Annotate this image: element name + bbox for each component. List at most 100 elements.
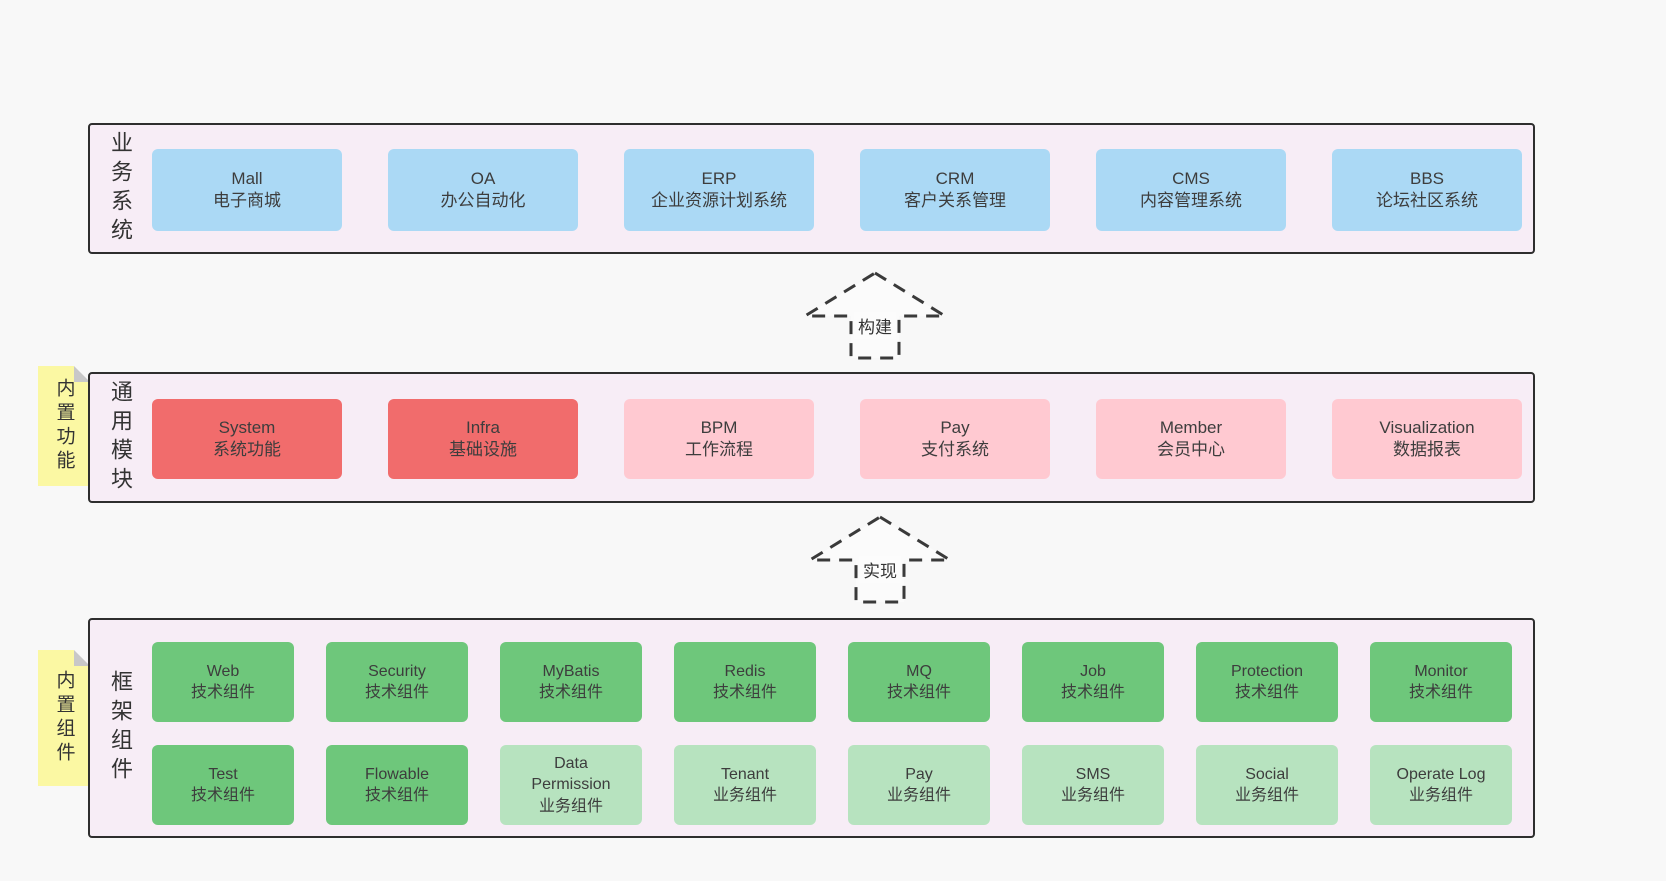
panel-common-modules: 通用模块 System 系统功能 Infra 基础设施 BPM 工作流程 Pay 支付系统 Me…	[88, 372, 1535, 503]
box-subtitle: 数据报表	[1393, 440, 1461, 459]
box-title: Infra	[465, 417, 501, 437]
box-title: Protection	[1230, 662, 1304, 680]
box-title: SMS	[1075, 765, 1111, 783]
box-cms: CMS 内容管理系统	[1096, 149, 1286, 231]
box-subtitle: 论坛社区系统	[1376, 191, 1478, 210]
box-title: Security	[368, 662, 426, 680]
box-subtitle: 办公自动化	[440, 191, 526, 210]
box-subtitle: 业务组件	[538, 797, 603, 815]
box-title: Social	[1245, 765, 1289, 783]
box-subtitle: 会员中心	[1157, 440, 1225, 459]
panel-label-common-modules: 通用模块	[108, 379, 133, 496]
box-subtitle: 技术组件	[538, 684, 603, 701]
box-flowable: Flowable 技术组件	[326, 745, 468, 825]
box-title: System	[218, 417, 276, 437]
panel-framework-components: 框架组件 Web 技术组件 Security 技术组件 MyBatis 技术组件 Redis…	[88, 618, 1535, 838]
folded-corner-icon	[74, 366, 90, 382]
box-subtitle: 业务组件	[1060, 787, 1125, 804]
box-tenant: Tenant 业务组件	[674, 745, 816, 825]
box-title: MyBatis	[542, 662, 600, 680]
box-title: Data Permission	[531, 755, 611, 794]
box-subtitle: 技术组件	[886, 684, 951, 701]
box-oa: OA 办公自动化	[388, 149, 578, 231]
box-title: Flowable	[364, 765, 430, 783]
box-job: Job 技术组件	[1022, 642, 1164, 722]
box-subtitle: 技术组件	[190, 787, 255, 804]
box-subtitle: 电子商城	[213, 191, 281, 210]
box-subtitle: 技术组件	[1060, 684, 1125, 701]
box-title: Pay	[940, 417, 970, 437]
box-bbs: BBS 论坛社区系统	[1332, 149, 1522, 231]
box-subtitle: 系统功能	[213, 440, 281, 459]
box-data-permission: Data Permission 业务组件	[500, 745, 642, 825]
sticky-built-in-components: 内置组件	[38, 650, 90, 786]
box-title: OA	[470, 168, 496, 188]
box-subtitle: 技术组件	[364, 787, 429, 804]
box-title: ERP	[701, 168, 737, 188]
box-mybatis: MyBatis 技术组件	[500, 642, 642, 722]
box-subtitle: 业务组件	[1408, 787, 1473, 804]
box-operate-log: Operate Log 业务组件	[1370, 745, 1512, 825]
box-subtitle: 支付系统	[921, 440, 989, 459]
box-visualization: Visualization 数据报表	[1332, 399, 1522, 479]
box-subtitle: 企业资源计划系统	[651, 191, 787, 210]
arrow-build: 构建	[795, 268, 955, 362]
box-title: Mall	[231, 168, 263, 188]
arrow-implement: 实现	[800, 512, 960, 606]
box-title: CRM	[935, 168, 975, 188]
business-systems-row: Mall 电子商城 OA 办公自动化 ERP 企业资源计划系统 CRM 客户关系管理 CMS 内容…	[152, 149, 1522, 231]
box-subtitle: 技术组件	[190, 684, 255, 701]
box-mq: MQ 技术组件	[848, 642, 990, 722]
box-title: Test	[208, 765, 238, 783]
box-crm: CRM 客户关系管理	[860, 149, 1050, 231]
arrow-build-label: 构建	[854, 312, 896, 339]
box-title: Job	[1080, 662, 1106, 680]
box-erp: ERP 企业资源计划系统	[624, 149, 814, 231]
box-protection: Protection 技术组件	[1196, 642, 1338, 722]
box-bpm: BPM 工作流程	[624, 399, 814, 479]
box-title: Monitor	[1414, 662, 1468, 680]
box-system: System 系统功能	[152, 399, 342, 479]
sticky-built-in-features: 内置功能	[38, 366, 90, 486]
panel-label-business-systems: 业务系统	[108, 130, 133, 247]
box-title: Redis	[724, 662, 766, 680]
box-member: Member 会员中心	[1096, 399, 1286, 479]
box-subtitle: 客户关系管理	[904, 191, 1006, 210]
box-test: Test 技术组件	[152, 745, 294, 825]
box-title: CMS	[1172, 168, 1210, 188]
box-title: Pay	[905, 765, 933, 783]
box-monitor: Monitor 技术组件	[1370, 642, 1512, 722]
panel-label-framework-components: 框架组件	[108, 670, 133, 786]
box-title: Visualization	[1379, 417, 1475, 437]
box-pay: Pay 支付系统	[860, 399, 1050, 479]
box-title: Web	[206, 662, 240, 680]
box-title: BBS	[1409, 168, 1445, 188]
folded-corner-icon	[74, 650, 90, 666]
box-title: BPM	[700, 417, 738, 437]
box-title: MQ	[906, 662, 932, 680]
box-subtitle: 技术组件	[1234, 684, 1299, 701]
arrow-implement-label: 实现	[859, 556, 901, 583]
box-subtitle: 工作流程	[685, 440, 753, 459]
sticky-built-in-components-label: 内置组件	[53, 670, 75, 766]
box-subtitle: 内容管理系统	[1140, 191, 1242, 210]
box-sms: SMS 业务组件	[1022, 745, 1164, 825]
box-subtitle: 业务组件	[886, 787, 951, 804]
box-subtitle: 技术组件	[364, 684, 429, 701]
box-title: Member	[1159, 417, 1223, 437]
sticky-built-in-features-label: 内置功能	[53, 378, 75, 474]
panel-business-systems: 业务系统 Mall 电子商城 OA 办公自动化 ERP 企业资源计划系统 CRM 客户关系管理…	[88, 123, 1535, 254]
box-pay: Pay 业务组件	[848, 745, 990, 825]
box-subtitle: 技术组件	[1408, 684, 1473, 701]
box-title: Tenant	[720, 765, 770, 783]
box-subtitle: 业务组件	[712, 787, 777, 804]
box-mall: Mall 电子商城	[152, 149, 342, 231]
box-subtitle: 基础设施	[449, 440, 517, 459]
box-infra: Infra 基础设施	[388, 399, 578, 479]
box-title: Operate Log	[1396, 765, 1486, 783]
